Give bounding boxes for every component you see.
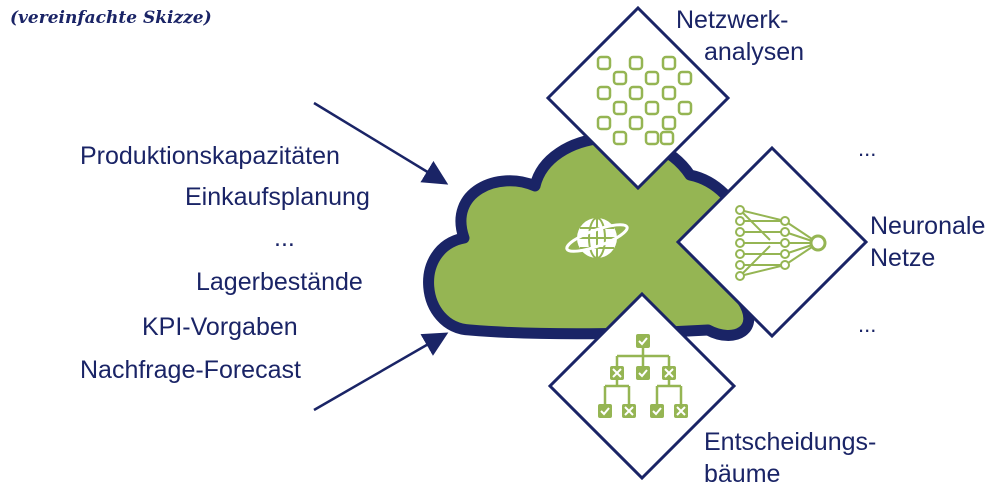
diamond-neural [675, 145, 869, 339]
neural-network-icon [735, 205, 827, 281]
ellipsis-bottom: ... [858, 312, 877, 337]
method-label-network: Netzwerk- analysen [676, 4, 804, 68]
input-label-ellipsis: ... [274, 224, 295, 252]
method-tree-line2: bäume [704, 460, 781, 488]
globe-icon [565, 217, 629, 259]
method-label-neural: Neuronale Netze [870, 210, 985, 274]
method-network-line2: analysen [704, 38, 805, 66]
diamond-tree [547, 291, 737, 481]
input-label-production: Produktionskapazitäten [80, 142, 340, 170]
network-grid-icon [596, 55, 693, 146]
method-network-line1: Netzwerk- [676, 6, 789, 34]
input-label-kpi: KPI-Vorgaben [142, 313, 298, 341]
sketch-caption: (vereinfachte Skizze) [10, 8, 212, 28]
method-label-tree: Entscheidungs- bäume [704, 426, 876, 490]
method-neural-line1: Neuronale [870, 212, 986, 240]
decision-tree-icon [598, 334, 688, 418]
input-arrow-top [313, 101, 449, 185]
method-tree-line1: Entscheidungs- [704, 428, 877, 456]
diamond-network [545, 5, 731, 191]
input-label-forecast: Nachfrage-Forecast [80, 356, 301, 384]
method-neural-line2: Netze [870, 244, 936, 272]
input-arrow-bottom [313, 332, 449, 412]
input-label-stock: Lagerbestände [196, 268, 363, 296]
ellipsis-top: ... [858, 136, 877, 161]
input-label-purchasing: Einkaufsplanung [185, 183, 370, 211]
